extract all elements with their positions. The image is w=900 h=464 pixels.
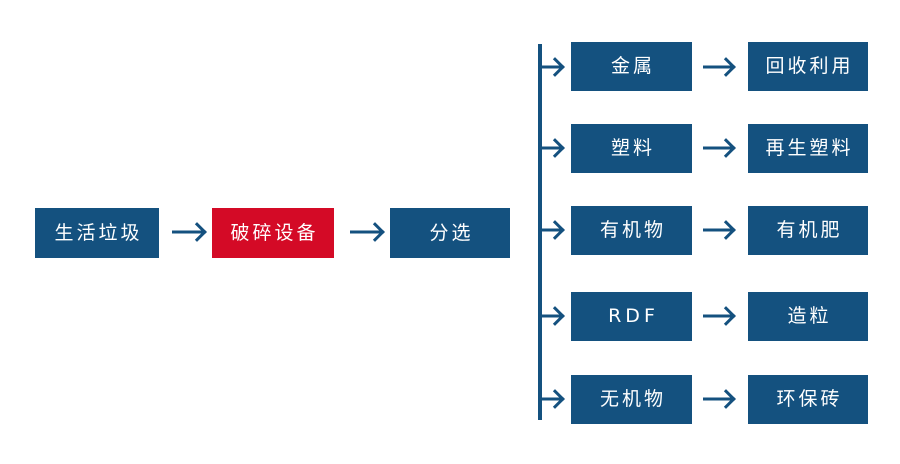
arrow-branch-0-to-output [703, 56, 736, 78]
arrow-shaft [703, 228, 733, 232]
arrow-head [716, 389, 736, 409]
arrow-head [716, 138, 736, 158]
arrow-main-0-to-1 [172, 221, 207, 243]
arrow-head [545, 57, 565, 77]
node-branch-output-4[interactable]: 环保砖 [748, 375, 868, 424]
arrow-head [716, 57, 736, 77]
arrow-head [365, 222, 385, 242]
node-branch-output-2[interactable]: 有机肥 [748, 206, 868, 255]
arrow-head [545, 138, 565, 158]
arrow-shaft [703, 65, 733, 69]
arrow-shaft [538, 65, 562, 69]
node-main-1[interactable]: 破碎设备 [212, 208, 334, 258]
node-branch-input-2[interactable]: 有机物 [571, 206, 692, 255]
arrow-branch-4-to-output [703, 388, 736, 410]
arrow-head [716, 220, 736, 240]
arrow-shaft [703, 397, 733, 401]
node-branch-input-1[interactable]: 塑料 [571, 124, 692, 173]
arrow-main-1-to-2 [350, 221, 385, 243]
arrow-shaft [172, 230, 204, 234]
node-branch-output-3[interactable]: 造粒 [748, 292, 868, 341]
node-branch-output-1[interactable]: 再生塑料 [748, 124, 868, 173]
arrow-shaft [538, 228, 562, 232]
arrow-head [187, 222, 207, 242]
arrow-shaft [703, 146, 733, 150]
arrow-branch-1-to-output [703, 137, 736, 159]
arrow-head [545, 306, 565, 326]
arrow-bus-to-branch-2 [538, 219, 565, 241]
branch-bus-line [538, 44, 542, 420]
arrow-shaft [703, 314, 733, 318]
arrow-bus-to-branch-0 [538, 56, 565, 78]
arrow-shaft [350, 230, 382, 234]
arrow-bus-to-branch-3 [538, 305, 565, 327]
arrow-bus-to-branch-4 [538, 388, 565, 410]
node-branch-input-0[interactable]: 金属 [571, 42, 692, 91]
arrow-shaft [538, 314, 562, 318]
arrow-branch-3-to-output [703, 305, 736, 327]
arrow-head [545, 389, 565, 409]
node-branch-input-3[interactable]: RDF [571, 292, 692, 341]
arrow-shaft [538, 146, 562, 150]
arrow-shaft [538, 397, 562, 401]
arrow-bus-to-branch-1 [538, 137, 565, 159]
node-branch-input-4[interactable]: 无机物 [571, 375, 692, 424]
arrow-branch-2-to-output [703, 219, 736, 241]
arrow-head [716, 306, 736, 326]
node-main-2[interactable]: 分选 [390, 208, 510, 258]
node-main-0[interactable]: 生活垃圾 [35, 208, 159, 258]
node-branch-output-0[interactable]: 回收利用 [748, 42, 868, 91]
arrow-head [545, 220, 565, 240]
